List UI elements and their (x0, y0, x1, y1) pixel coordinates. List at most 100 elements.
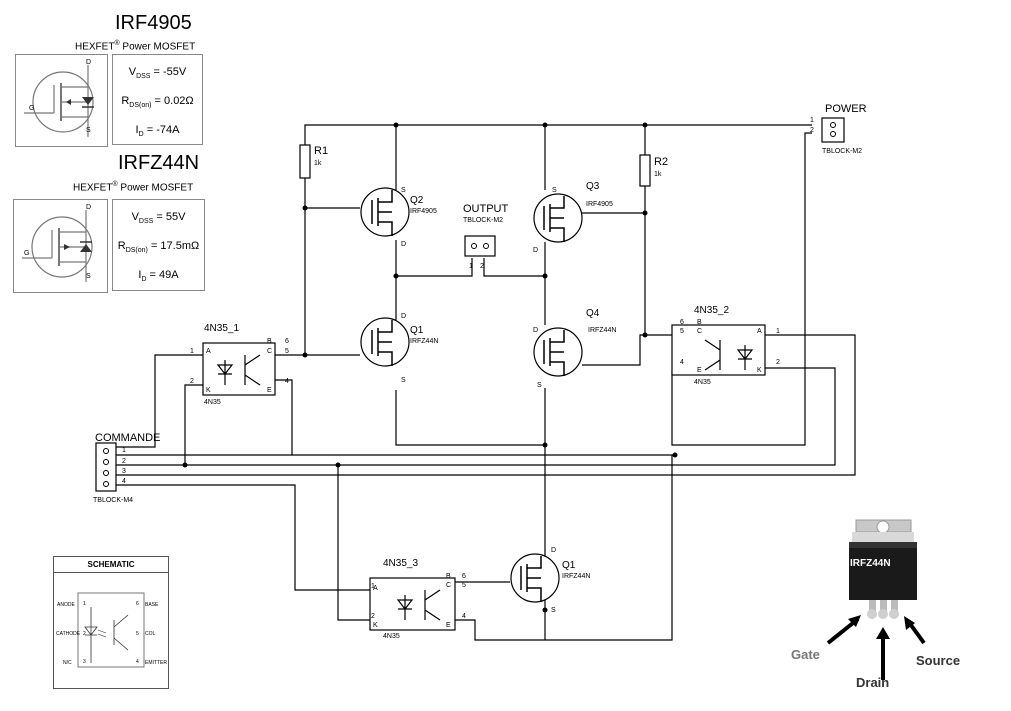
pin-label: K (373, 622, 378, 629)
schematic-pin: 3 (83, 659, 86, 665)
ds1-vdss: VDSS = -55V (128, 66, 187, 81)
package-gate-label: Gate (791, 647, 820, 662)
schematic-base: BASE (145, 602, 159, 608)
label-q2-part: IRF4905 (410, 208, 437, 215)
pin-number: 2 (371, 613, 375, 620)
schematic-nc: N/C (63, 660, 72, 666)
schematic-anode: ANODE (57, 602, 75, 608)
ds2-pin-s: S (86, 273, 91, 280)
label-q1b: Q1 (562, 560, 576, 571)
junction (542, 273, 548, 279)
pin-label: S (401, 377, 406, 384)
label-output-part: TBLOCK-M2 (463, 217, 503, 224)
connector-pin (830, 122, 836, 128)
pin-number: 1 (776, 328, 780, 335)
ds1-spec-box: VDSS = -55V RDS(on) = 0.02Ω ID = -74A (112, 54, 203, 145)
pin-label: A (757, 328, 762, 335)
junction (672, 452, 678, 458)
pin-number: 1 (810, 117, 814, 124)
wire-oc3-k (337, 465, 370, 621)
ds2-pin-g: G (24, 250, 30, 257)
package-drain-label: Drain (856, 675, 890, 690)
pin-number: 4 (122, 478, 126, 485)
wire-oc1-e (275, 379, 293, 455)
label-r1-value: 1k (314, 160, 322, 167)
ds2-vdss: VDSS = 55V (131, 211, 186, 226)
label-power-part: TBLOCK-M2 (822, 148, 862, 155)
pin-label: S (537, 382, 542, 389)
wire-out-2 (483, 258, 545, 277)
junction (542, 122, 548, 128)
wires (105, 124, 856, 641)
pin-label: D (401, 313, 406, 320)
label-oc3-part: 4N35 (383, 633, 400, 640)
connector-commande (95, 442, 117, 492)
ds1-symbol-box: D G S (15, 54, 108, 147)
ds1-pin-s: S (86, 127, 91, 134)
junction (335, 462, 341, 468)
label-r2: R2 (654, 156, 668, 168)
wire-q1-source (395, 390, 545, 446)
pin-number: 5 (462, 582, 466, 589)
pmos-symbol-icon (24, 65, 94, 137)
mosfet-q1b-internal (520, 556, 542, 602)
wire-q4-gate (582, 334, 672, 366)
pin-label: S (551, 607, 556, 614)
label-oc2: 4N35_2 (694, 305, 729, 316)
mosfet-internals (371, 190, 565, 602)
mosfet-q4-internal (543, 330, 565, 376)
schematic-cathode: CATHODE (56, 631, 81, 637)
label-oc1-part: 4N35 (204, 399, 221, 406)
ds1-pin-g: G (29, 105, 35, 112)
pin-label: C (267, 348, 272, 355)
wire-top-rail (304, 124, 812, 145)
optocoupler-internals (216, 339, 754, 621)
pin-label: A (206, 348, 211, 355)
optocouplers (202, 324, 766, 631)
ds1-family: HEXFET® Power MOSFET (75, 40, 196, 53)
junction (642, 122, 648, 128)
connector-pin (471, 243, 477, 249)
optocoupler-3 (369, 577, 456, 631)
pin-label: C (697, 328, 702, 335)
resistor-r2 (639, 154, 651, 187)
wire-oc3-a (105, 484, 370, 591)
ds2-part-title: IRFZ44N (118, 152, 200, 174)
label-q2: Q2 (410, 195, 424, 206)
pin-number: 1 (371, 583, 375, 590)
junction (642, 210, 648, 216)
pin-label: S (401, 187, 406, 194)
pin-label: D (533, 327, 538, 334)
schematic-pin: 6 (136, 601, 139, 607)
schematic-pin: 5 (136, 631, 139, 637)
label-oc3: 4N35_3 (383, 558, 418, 569)
oc1-internal (216, 354, 261, 386)
pin-label: B (267, 338, 272, 345)
connector-pin (830, 131, 836, 137)
pin-label: E (446, 622, 451, 629)
ds2-symbol-box: D G S (13, 199, 108, 293)
connector-output (464, 235, 496, 257)
pin-number: 2 (122, 458, 126, 465)
label-q3-part: IRF4905 (586, 201, 613, 208)
pin-label: K (206, 387, 211, 394)
to220-package-icon (826, 519, 926, 680)
ds2-pin-d: D (86, 204, 92, 211)
wire-oc1-a (105, 354, 203, 448)
schematic-pin: 1 (83, 601, 86, 607)
ds1-pin-d: D (86, 59, 92, 66)
pin-label: S (552, 187, 557, 194)
connector-pin (483, 243, 489, 249)
ds2-family: HEXFET® Power MOSFET (73, 181, 194, 194)
oc3-internal (396, 589, 441, 621)
junctions (182, 122, 678, 613)
label-oc2-part: 4N35 (694, 379, 711, 386)
package-illustration: IRFZ44N Gate Drain Source (786, 515, 986, 700)
junction (302, 205, 308, 211)
pin-number: 4 (462, 613, 466, 620)
pin-number: 6 (285, 338, 289, 345)
junction (542, 442, 548, 448)
junction (182, 462, 188, 468)
junction (393, 273, 399, 279)
